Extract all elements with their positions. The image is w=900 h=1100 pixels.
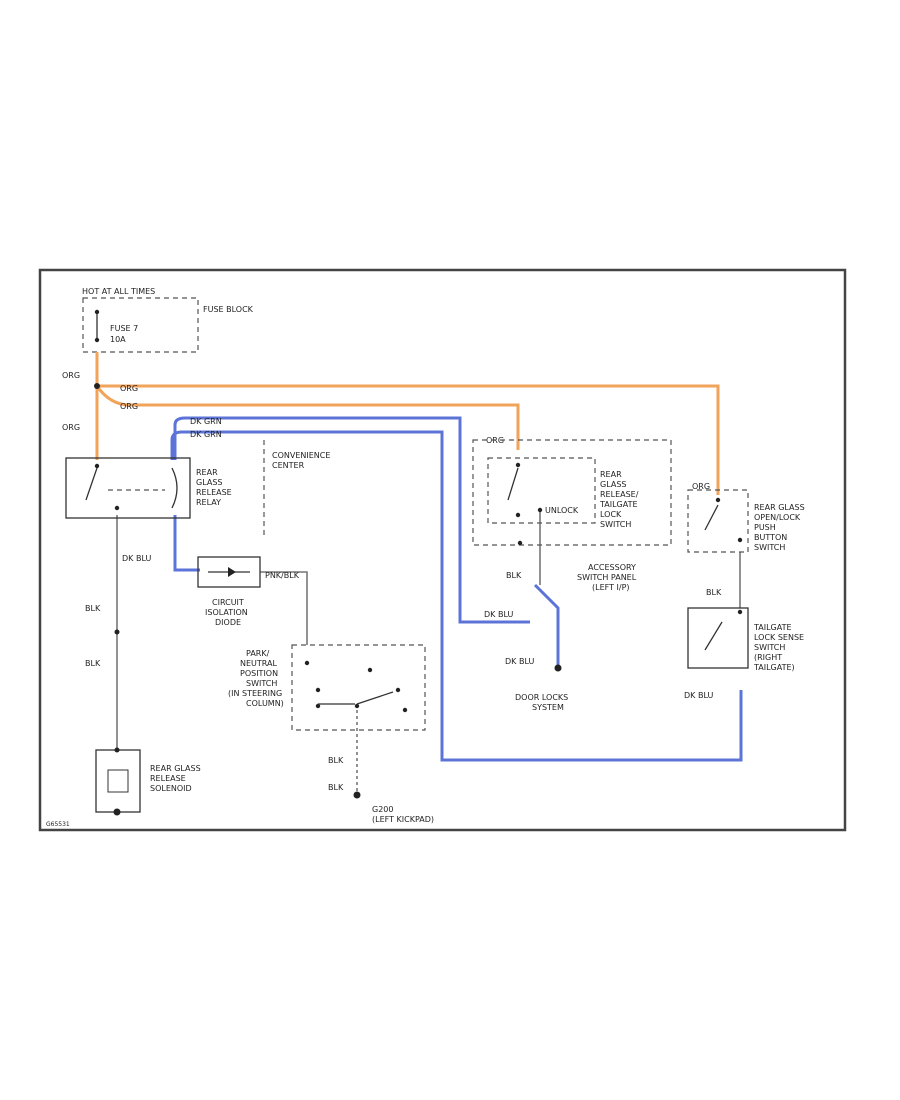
accessory-switch-panel: UNLOCK REAR GLASS RELEASE/ TAILGATE LOCK…	[472, 439, 672, 592]
wire-label-blk-6: BLK	[328, 783, 344, 792]
svg-text:PARK/ NEUTRAL POSI: PARK/ NEUTRAL POSITION SWITCH (IN STEERI…	[228, 649, 285, 708]
wire-label-blk-5: BLK	[328, 756, 344, 765]
org-wires	[95, 352, 720, 495]
sense-switch-label-2: LOCK SENSE	[754, 633, 804, 642]
pnp-switch-label-5: (IN STEERING	[228, 689, 282, 698]
diode-label-1: CIRCUIT	[212, 598, 244, 607]
relay-label-2: GLASS	[196, 478, 222, 487]
rear-glass-release-solenoid: REAR GLASS RELEASE SOLENOID	[95, 747, 203, 816]
wire-label-blk-2: BLK	[85, 659, 101, 668]
push-button-label-2: OPEN/LOCK	[754, 513, 801, 522]
push-button-label-4: BUTTON	[754, 533, 787, 542]
diode-label-3: DIODE	[215, 618, 241, 627]
unlock-switch-label-6: SWITCH	[600, 520, 631, 529]
header-label: HOT AT ALL TIMES	[82, 287, 155, 296]
wire-label-blk-3: BLK	[506, 571, 522, 580]
convenience-center-label-2: CENTER	[272, 461, 305, 470]
sense-switch-label-5: TAILGATE)	[753, 663, 795, 672]
park-neutral-position-switch: PARK/ NEUTRAL POSITION SWITCH (IN STEERI…	[228, 644, 426, 731]
push-button-label-1: REAR GLASS	[754, 503, 805, 512]
wire-label-org-4: ORG	[62, 423, 80, 432]
fuse-name: FUSE 7	[110, 324, 138, 333]
svg-text:G200 (LEFT KICKPAD): G200 (LEFT KICKPAD)	[372, 805, 434, 824]
svg-text:ACCESSORY SWITCH PANEL: ACCESSORY SWITCH PANEL (LEFT I/P)	[577, 563, 639, 592]
wire-label-dk-blu-2: DK BLU	[484, 610, 513, 619]
wire-label-pnk: PNK/BLK	[265, 571, 300, 580]
wire-label-blk-4: BLK	[706, 588, 722, 597]
pnp-switch-label-3: POSITION	[240, 669, 278, 678]
sense-switch-label-3: SWITCH	[754, 643, 785, 652]
figure-code: G65531	[46, 821, 70, 828]
diagram-frame	[38, 268, 847, 832]
convenience-center-label-1: CONVENIENCE	[272, 451, 330, 460]
wire-label-blk-1: BLK	[85, 604, 101, 613]
wire-label-org-6: ORG	[692, 482, 710, 491]
circuit-isolation-diode: CIRCUIT ISOLATION DIODE	[197, 556, 261, 627]
solenoid-label-1: REAR GLASS	[150, 764, 201, 773]
dk-blu-wires	[170, 416, 743, 762]
fuse-block-label: FUSE BLOCK	[203, 305, 254, 314]
tailgate-lock-sense-switch: TAILGATE LOCK SENSE SWITCH (RIGHT TAILGA…	[687, 607, 807, 672]
ground-label-2: (LEFT KICKPAD)	[372, 815, 434, 824]
svg-text:REAR GLASS RELEASE: REAR GLASS RELEASE/ TAILGATE LOCK SWITCH	[599, 470, 641, 529]
wire-label-org-3: ORG	[120, 402, 138, 411]
relay-label-3: RELEASE	[196, 488, 232, 497]
relay-label-4: RELAY	[196, 498, 221, 507]
unlock-switch-label-3: RELEASE/	[600, 490, 639, 499]
pnp-switch-label-6: COLUMN)	[246, 699, 284, 708]
sense-switch-label-4: (RIGHT	[754, 653, 782, 662]
wire-label-org-1: ORG	[62, 371, 80, 380]
rear-glass-push-button-switch: REAR GLASS OPEN/LOCK PUSH BUTTON SWITCH	[687, 489, 807, 553]
svg-text:TAILGATE LOCK SENSE: TAILGATE LOCK SENSE SWITCH (RIGHT TAILGA…	[753, 623, 807, 672]
wire-label-dk-grn-2: DK GRN	[190, 430, 222, 439]
unlock-switch-label-5: LOCK	[600, 510, 622, 519]
ground-dot	[353, 791, 361, 799]
pnp-switch-label-4: SWITCH	[246, 679, 277, 688]
accessory-panel-label-3: (LEFT I/P)	[592, 583, 630, 592]
solenoid-label-2: RELEASE	[150, 774, 186, 783]
fuse-rating: 10A	[110, 335, 126, 344]
svg-text:CIRCUIT ISOLATION: CIRCUIT ISOLATION DIODE	[205, 598, 250, 627]
door-locks-label-2: SYSTEM	[532, 703, 564, 712]
ground-label-1: G200	[372, 805, 393, 814]
diode-label-2: ISOLATION	[205, 608, 248, 617]
wire-label-dk-grn-1: DK GRN	[190, 417, 222, 426]
convenience-center: CONVENIENCE CENTER	[263, 440, 333, 535]
push-button-label-3: PUSH	[754, 523, 776, 532]
svg-text:REAR GLASS OPEN/LOCK: REAR GLASS OPEN/LOCK PUSH BUTTON SWITCH	[754, 503, 807, 552]
svg-text:REAR GLASS RELEASE: REAR GLASS RELEASE RELAY	[196, 468, 234, 507]
unlock-switch-label-2: GLASS	[600, 480, 626, 489]
wire-label-dk-blu-4: DK BLU	[684, 691, 713, 700]
accessory-panel-label-2: SWITCH PANEL	[577, 573, 637, 582]
pnp-switch-label-2: NEUTRAL	[240, 659, 277, 668]
svg-text:CONVENIENCE CENTER: CONVENIENCE CENTER	[272, 451, 333, 470]
door-locks-label-1: DOOR LOCKS	[515, 693, 568, 702]
unlock-label: UNLOCK	[545, 506, 579, 515]
wire-label-dk-blu-3: DK BLU	[505, 657, 534, 666]
wire-label-dk-blu-1: DK BLU	[122, 554, 151, 563]
push-button-label-5: SWITCH	[754, 543, 785, 552]
svg-text:DOOR LOCKS SYSTEM: DOOR LOCKS SYSTEM	[515, 693, 571, 712]
relay-label-1: REAR	[196, 468, 218, 477]
accessory-panel-label-1: ACCESSORY	[588, 563, 636, 572]
solenoid-label-3: SOLENOID	[150, 784, 192, 793]
svg-text:REAR GLASS RELEASE: REAR GLASS RELEASE SOLENOID	[150, 764, 203, 793]
unlock-switch-label-4: TAILGATE	[599, 500, 638, 509]
pnp-switch-label-1: PARK/	[246, 649, 270, 658]
fuse-block: FUSE 7 10A FUSE BLOCK	[82, 297, 254, 353]
sense-switch-label-1: TAILGATE	[753, 623, 792, 632]
wire-label-org-2: ORG	[120, 384, 138, 393]
blk-wires	[116, 510, 741, 795]
rear-glass-release-relay: REAR GLASS RELEASE RELAY	[65, 457, 234, 519]
unlock-switch-label-1: REAR	[600, 470, 622, 479]
